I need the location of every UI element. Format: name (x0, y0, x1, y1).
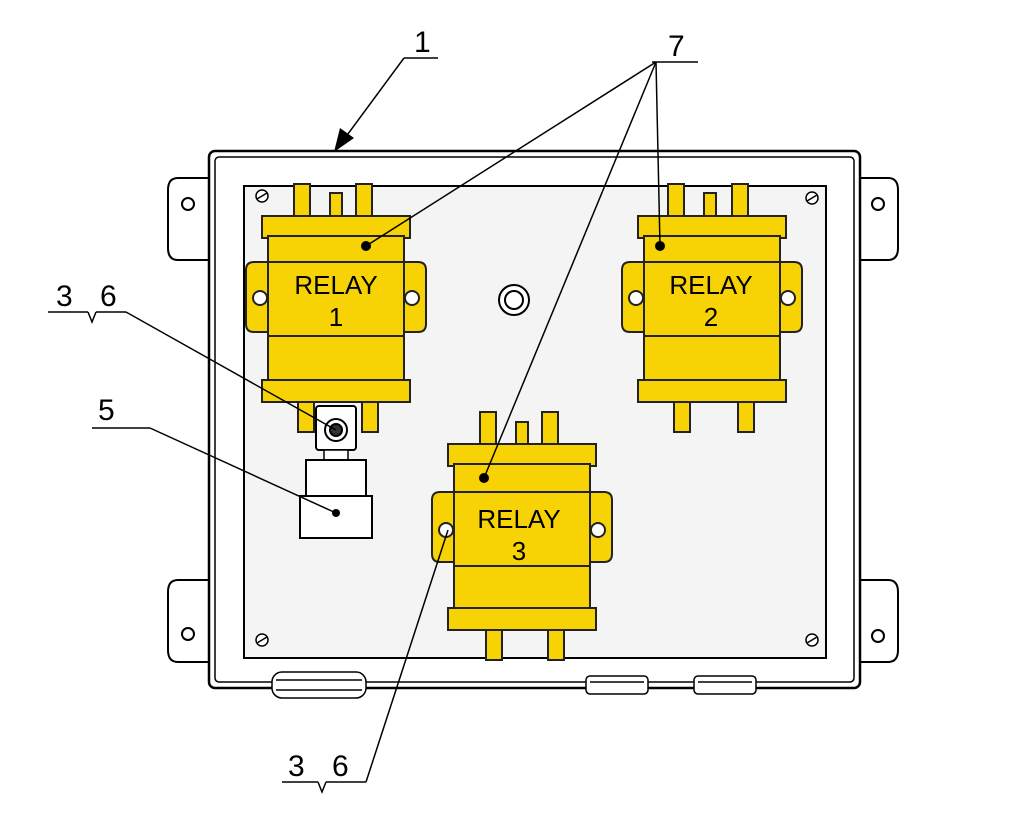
callout-6-bottom: 6 (332, 750, 349, 783)
cable-gland-middle (585, 675, 649, 695)
relay-1-number: 1 (329, 302, 343, 332)
callout-7: 7 (668, 30, 685, 63)
relay-3 (431, 411, 613, 661)
callout-1-arrowhead (334, 128, 354, 152)
plate-screw-bottom-right (805, 633, 819, 647)
mounting-ear-bottom-left (167, 579, 210, 663)
mounting-ear-top-right (858, 177, 899, 261)
relay-3-label: RELAY (477, 504, 560, 534)
callout-leaders (48, 57, 698, 795)
center-grommet (498, 284, 530, 316)
terminal-block (299, 459, 373, 539)
cable-glands (271, 671, 757, 699)
callout-3-bottom: 3 (288, 750, 305, 783)
callout-5: 5 (98, 394, 115, 427)
mounting-ear-top-left (167, 177, 210, 261)
relay-2 (621, 183, 803, 433)
terminal-post (315, 405, 357, 463)
plate-screws (255, 189, 819, 647)
plate-screw-bottom-left (255, 633, 269, 647)
callout-3-top: 3 (56, 280, 73, 313)
relay-1 (245, 183, 427, 433)
relay-2-label: RELAY (669, 270, 752, 300)
callout-1: 1 (414, 26, 431, 59)
relay-3-number: 3 (512, 536, 526, 566)
relay-1-label: RELAY (294, 270, 377, 300)
cable-gland-right (693, 675, 757, 695)
plate-screw-top-left (255, 189, 269, 203)
callout-6-top: 6 (100, 280, 117, 313)
relay-2-number: 2 (704, 302, 718, 332)
mounting-ear-bottom-right (858, 579, 899, 663)
cable-gland-left (271, 671, 367, 699)
plate-screw-top-right (805, 191, 819, 205)
